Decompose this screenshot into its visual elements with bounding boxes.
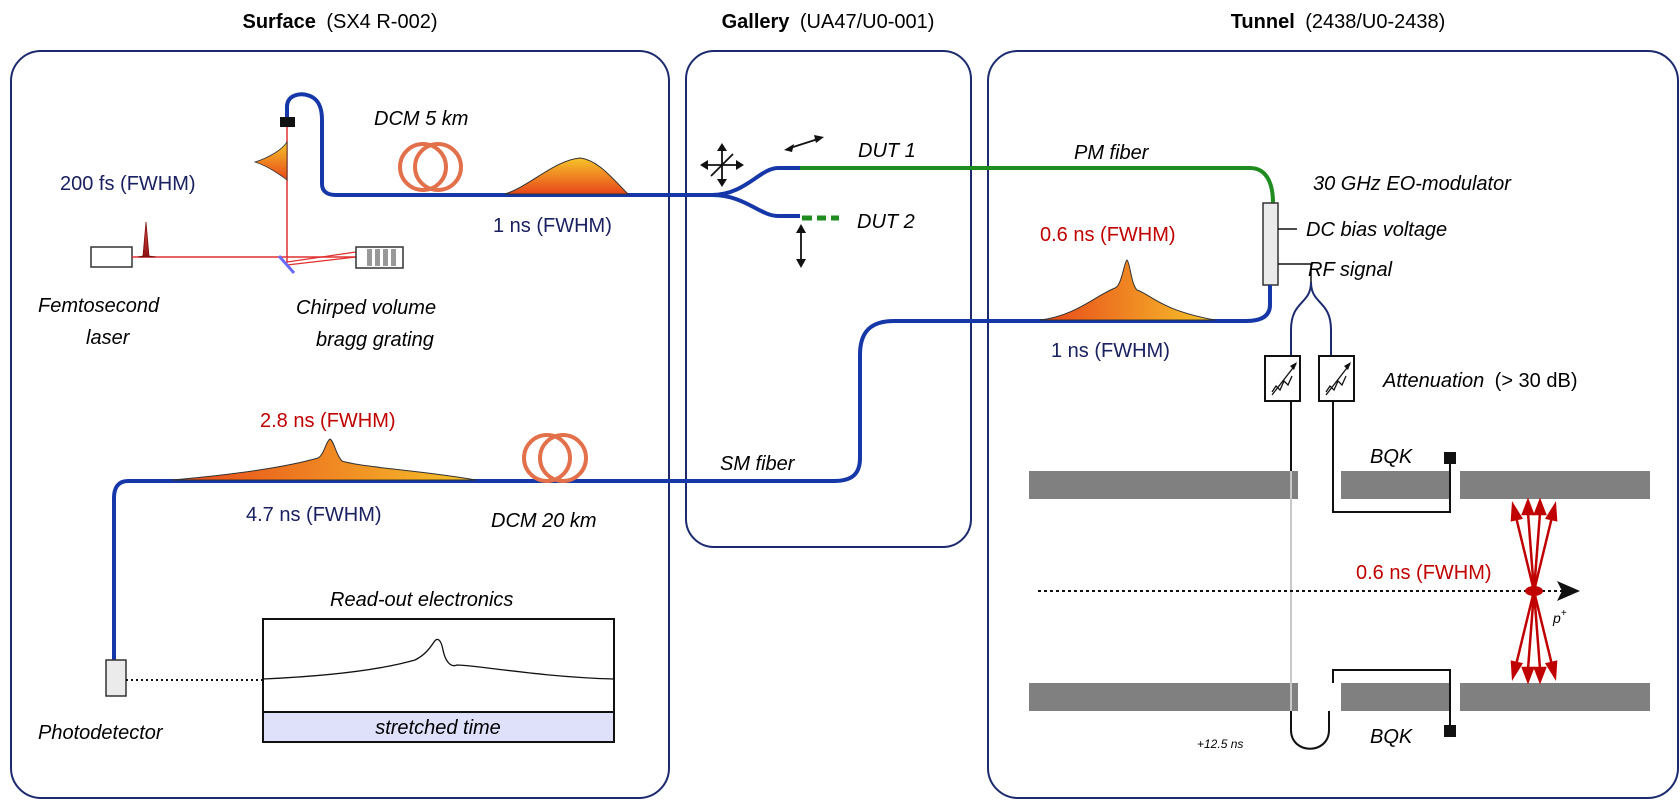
pm-fiber: [800, 166, 1275, 204]
dcm-5km-coil: [398, 142, 463, 192]
bqk-bottom-label: BQK: [1370, 726, 1414, 748]
bqk-bottom-termination: [1444, 725, 1456, 737]
stretched-time-label: stretched time: [375, 717, 501, 739]
proton-label: p+: [1552, 608, 1567, 626]
cable-delay-loop: [1290, 711, 1330, 750]
cvbg-label-line1: Chirped volume: [296, 297, 436, 319]
chirped-pulse-side: [253, 140, 288, 181]
beam-pipe-top-right: [1460, 471, 1650, 499]
readout-display: [262, 618, 615, 713]
gallery-name: Gallery: [722, 11, 791, 33]
bqk-bottom-loop: [1332, 669, 1451, 731]
laser-beam-reflect-1: [286, 256, 357, 266]
tunnel-title: Tunnel (2438/U0-2438): [1231, 11, 1446, 33]
dut2-arrow-icon: [796, 224, 806, 268]
tunnel-name: Tunnel: [1231, 11, 1295, 33]
eo-modulator-label: 30 GHz EO-modulator: [1313, 173, 1512, 195]
gallery-title: Gallery (UA47/U0-001): [722, 11, 935, 33]
beam-pipe-bottom-left: [1029, 683, 1298, 711]
pulse-28ns-label: 2.8 ns (FWHM): [260, 410, 396, 432]
stretched-time-bar: [262, 711, 615, 743]
pulse-47ns-label: 4.7 ns (FWHM): [246, 504, 382, 526]
pulse-1ns-surface: [504, 157, 630, 195]
rf-split-right: [1310, 281, 1332, 356]
beam-pipe-top-mid: [1341, 471, 1450, 499]
dcm-5km-label: DCM 5 km: [374, 108, 468, 130]
surface-frame: [10, 50, 670, 799]
gallery-code: (UA47/U0-001): [800, 11, 935, 33]
photodetector-label: Photodetector: [38, 722, 164, 744]
surface-title: Surface (SX4 R-002): [243, 11, 438, 33]
rf-line: [1278, 263, 1312, 282]
attenuator-right: [1318, 355, 1355, 402]
rf-signal-label: RF signal: [1308, 259, 1393, 281]
fiber-surface-top: [285, 92, 712, 197]
attenuation-label: Attenuation (> 30 dB): [1382, 370, 1577, 392]
laser-beam-reflect-2: [286, 251, 357, 263]
pulse-06ns-tunnel: [1039, 259, 1216, 321]
proton-symbol: p: [1552, 610, 1561, 626]
pulse-06ns-top-label: 0.6 ns (FWHM): [1040, 224, 1176, 246]
laser-label-line2: laser: [86, 327, 131, 349]
attenuation-word: Attenuation: [1382, 370, 1484, 392]
bqk-top-loop: [1332, 401, 1451, 513]
laser-label-line1: Femtosecond: [38, 295, 160, 317]
bqk-top-label: BQK: [1370, 446, 1414, 468]
pulse-1ns-surface-label: 1 ns (FWHM): [493, 215, 612, 237]
proton-bunch: [1525, 586, 1543, 596]
four-way-arrow-icon: [700, 143, 744, 187]
cvbg-label-line2: bragg grating: [316, 329, 434, 351]
pulse-28ns-surface: [171, 438, 477, 481]
beam-splitter-mirror: [277, 255, 296, 274]
sm-fiber-label: SM fiber: [720, 453, 796, 475]
tunnel-code: (2438/U0-2438): [1305, 11, 1445, 33]
dut1-label: DUT 1: [858, 140, 916, 162]
laser-pulse-200fs: [137, 221, 157, 258]
pulse-06ns-beam-label: 0.6 ns (FWHM): [1356, 562, 1492, 584]
attenuator-left: [1264, 355, 1301, 402]
tunnel-frame: [987, 50, 1679, 799]
surface-name: Surface: [243, 11, 316, 33]
proton-bunch-field: [1510, 497, 1558, 685]
readout-waveform: [262, 638, 615, 680]
dcm-20km-label: DCM 20 km: [491, 510, 597, 532]
attenuation-value: (> 30 dB): [1495, 370, 1578, 392]
beam-pipe-top-left: [1029, 471, 1298, 499]
beam-pipe-bottom-right: [1460, 683, 1650, 711]
fiber-coupler-top: [280, 117, 295, 127]
eo-modulator: [1262, 202, 1279, 286]
fiber-splitter-dut2: [711, 193, 800, 218]
rf-split-left: [1290, 281, 1312, 356]
pulse-1ns-tunnel-label: 1 ns (FWHM): [1051, 340, 1170, 362]
proton-arrow-head: [1557, 581, 1580, 601]
proton-charge: +: [1561, 608, 1567, 619]
dc-bias-label: DC bias voltage: [1306, 219, 1447, 241]
dcm-20km-coil: [522, 433, 588, 483]
fiber-return: [112, 285, 1272, 660]
surface-code: (SX4 R-002): [326, 11, 437, 33]
cvbg-grating: [355, 246, 404, 269]
femtosecond-laser: [90, 246, 133, 268]
photodetector-box: [105, 659, 127, 697]
dut2-label: DUT 2: [857, 211, 915, 233]
pm-fiber-label: PM fiber: [1074, 142, 1150, 164]
bqk-top-termination: [1444, 452, 1456, 464]
delay-label: +12.5 ns: [1197, 737, 1243, 751]
gallery-frame: [685, 50, 972, 548]
dut1-arrow-icon: [784, 135, 824, 152]
readout-label: Read-out electronics: [330, 589, 513, 611]
beam-pipe-bottom-mid: [1341, 683, 1450, 711]
pulse-200fs-label: 200 fs (FWHM): [60, 173, 196, 195]
